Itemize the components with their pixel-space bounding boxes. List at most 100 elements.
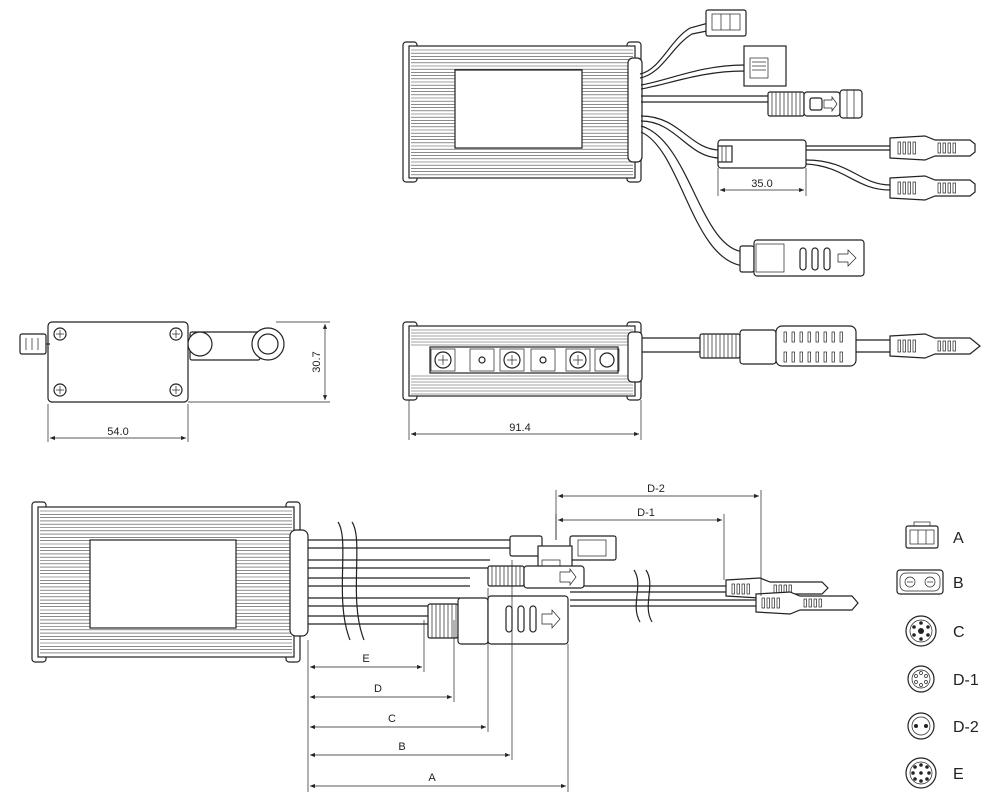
grip-slot (937, 142, 941, 154)
grip-slot (831, 331, 835, 343)
round-2pin-connector-icon (907, 712, 935, 740)
dimension-54-label: 54.0 (107, 426, 128, 438)
dimension-d1: D-1 (555, 507, 725, 580)
grip-slot (736, 583, 740, 595)
grip-slot (902, 141, 906, 155)
round-6pin-connector-icon (907, 665, 935, 693)
grip-slot (947, 142, 951, 154)
legend-label-a: A (953, 530, 964, 547)
grip-slot (907, 141, 911, 155)
legend-label-c: C (953, 624, 965, 641)
panel-bay (499, 348, 525, 372)
grip-slot (808, 598, 812, 608)
dimension-d2: D-2 (555, 483, 762, 596)
grip-slot (942, 340, 946, 352)
legend-label-d2: D-2 (953, 719, 979, 736)
grip-slot (783, 331, 787, 343)
round-9pin-connector-icon (905, 757, 937, 789)
grip-slot (907, 181, 911, 195)
grip-slot (831, 351, 835, 363)
dimension-35: 35.0 (717, 168, 807, 196)
grip-slot (897, 141, 901, 155)
grip-slot (937, 340, 941, 352)
legend-label-b: B (953, 575, 964, 592)
panel-bay (594, 348, 620, 372)
connector-a-bottom (509, 535, 617, 561)
dimension-e-label: E (362, 653, 369, 665)
grip-slot (907, 339, 911, 353)
grip-slot (942, 142, 946, 154)
dimension-a-label: A (428, 772, 436, 784)
grip-slot (952, 182, 956, 194)
connector-d1-bottom (725, 577, 829, 599)
grip-slot (902, 339, 906, 353)
dimension-c-label: C (388, 713, 396, 725)
grip-slot (799, 351, 803, 363)
grip-slot (741, 583, 745, 595)
legend-label-e: E (953, 766, 964, 783)
legend-label-d1: D-1 (953, 672, 979, 689)
grip-slot (807, 331, 811, 343)
controller-housing-top (402, 41, 643, 183)
dimension-30-7-label: 30.7 (311, 351, 323, 372)
grip-slot (942, 182, 946, 194)
connector-a-top (705, 9, 747, 37)
grip-slot (761, 597, 765, 609)
grip-slot (807, 351, 811, 363)
grip-slot (912, 181, 916, 195)
dimension-d1-label: D-1 (637, 507, 655, 519)
cable-length-view: D-2 D-1 E D C B A (31, 483, 859, 792)
grip-slot (912, 339, 916, 353)
connector-e-top (739, 239, 865, 277)
dimension-35-label: 35.0 (751, 178, 772, 190)
dimension-d-label: D (374, 683, 382, 695)
connector-d-split-top (717, 139, 891, 191)
grip-slot (813, 598, 817, 608)
grip-slot (776, 597, 780, 609)
grip-slot (952, 142, 956, 154)
grip-slot (947, 340, 951, 352)
bottom-cables (308, 521, 760, 641)
connector-c-bottom (487, 565, 585, 589)
grip-slot (937, 182, 941, 194)
grip-slot (897, 181, 901, 195)
grip-slot (803, 598, 807, 608)
two-pin-flat-connector-icon (896, 569, 944, 595)
grip-slot (823, 351, 827, 363)
dimension-91-4-label: 91.4 (509, 422, 530, 434)
grip-slot (839, 331, 843, 343)
connector-d2-top (889, 175, 976, 201)
grip-slot (771, 597, 775, 609)
panel-bay (469, 348, 495, 372)
dimension-b-label: B (398, 741, 405, 753)
grip-slot (902, 181, 906, 195)
grip-slot (746, 583, 750, 595)
grip-slot (839, 351, 843, 363)
dimension-chain: E D C B A (307, 560, 569, 792)
grip-slot (815, 331, 819, 343)
connector-d2-bottom (755, 591, 859, 615)
mount-hole (599, 352, 615, 368)
connector-c-top (767, 89, 863, 119)
grip-slot (818, 598, 822, 608)
connector-e-bottom (427, 595, 569, 645)
connector-b-top (743, 45, 787, 87)
side-view: 91.4 (402, 321, 981, 440)
molex-3pin-connector-icon (905, 521, 939, 549)
grip-slot (766, 597, 770, 609)
grip-slot (952, 340, 956, 352)
grip-slot (799, 331, 803, 343)
panel-bay (530, 348, 556, 372)
grip-slot (912, 141, 916, 155)
grip-slot (791, 351, 795, 363)
grip-slot (897, 339, 901, 353)
dimension-d2-label: D-2 (647, 483, 665, 495)
top-cables (639, 21, 768, 267)
panel-bay (430, 348, 456, 372)
grip-slot (791, 331, 795, 343)
mount-hole (478, 356, 486, 364)
panel-bay (565, 348, 591, 372)
end-view: 30.7 54.0 (19, 321, 330, 442)
grip-slot (823, 331, 827, 343)
